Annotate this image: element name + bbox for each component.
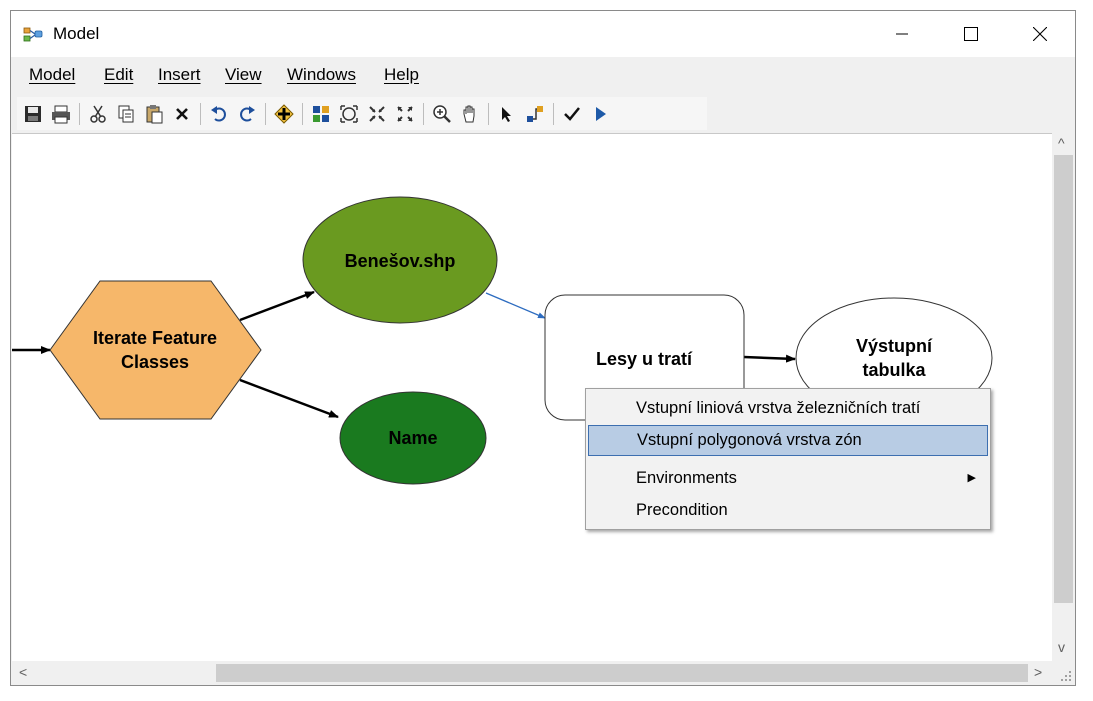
undo-button[interactable] xyxy=(206,101,232,127)
cut-button[interactable] xyxy=(85,101,111,127)
full-extent-button[interactable] xyxy=(336,101,362,127)
benesov-shp-node[interactable] xyxy=(302,196,498,324)
menu-edit[interactable]: Edit xyxy=(104,65,134,84)
zoom-button[interactable] xyxy=(429,101,455,127)
paste-icon xyxy=(146,105,163,124)
model-app-icon xyxy=(23,27,43,42)
iterator-label-line2: Classes xyxy=(121,352,189,372)
redo-button[interactable] xyxy=(234,101,260,127)
connect-button[interactable] xyxy=(522,101,548,127)
context-menu-item-label: Vstupní polygonová vrstva zón xyxy=(637,431,862,449)
validate-button[interactable] xyxy=(559,101,585,127)
toolbar xyxy=(17,97,707,130)
output-label-line1: Výstupní xyxy=(856,336,933,356)
connector-tool-output[interactable] xyxy=(743,354,796,363)
toolbar-separator xyxy=(423,103,424,125)
title-bar: Model xyxy=(11,11,1075,57)
context-menu-item-label: Environments xyxy=(636,469,737,487)
close-icon xyxy=(1032,27,1047,41)
context-menu-item-label: Vstupní liniová vrstva železničních trat… xyxy=(636,399,921,417)
run-icon xyxy=(596,107,606,121)
context-menu-item-polygon-layer[interactable]: Vstupní polygonová vrstva zón xyxy=(588,425,988,456)
menu-help[interactable]: Help xyxy=(384,65,419,84)
pan-icon xyxy=(463,105,475,123)
zoom-icon xyxy=(433,105,451,123)
name-variable-node[interactable] xyxy=(339,391,487,485)
connector-benesov-tool[interactable] xyxy=(485,292,546,319)
context-menu: Vstupní liniová vrstva železničních trat… xyxy=(585,388,991,530)
print-button[interactable] xyxy=(48,101,74,127)
toolbar-separator xyxy=(553,103,554,125)
undo-icon xyxy=(211,106,226,122)
menu-insert[interactable]: Insert xyxy=(158,65,201,84)
scroll-right-arrow[interactable]: > xyxy=(1034,664,1043,680)
minimize-button[interactable] xyxy=(867,11,936,57)
menu-model[interactable]: Model xyxy=(29,65,76,84)
zoom-out-fixed-button[interactable] xyxy=(392,101,418,127)
maximize-icon xyxy=(963,27,978,41)
scroll-up-arrow[interactable]: ^ xyxy=(1058,135,1065,151)
pan-button[interactable] xyxy=(457,101,483,127)
toolbar-separator xyxy=(200,103,201,125)
output-label-line2: tabulka xyxy=(862,360,926,380)
save-button[interactable] xyxy=(20,101,46,127)
validate-icon xyxy=(564,107,580,121)
context-menu-item-linear-layer[interactable]: Vstupní liniová vrstva železničních trat… xyxy=(588,393,988,424)
add-data-icon xyxy=(274,104,294,124)
benesov-shp-label: Benešov.shp xyxy=(345,251,456,271)
toolbar-separator xyxy=(265,103,266,125)
horizontal-scroll-thumb[interactable] xyxy=(216,664,1028,682)
vertical-scroll-thumb[interactable] xyxy=(1054,155,1073,603)
menu-windows[interactable]: Windows xyxy=(287,65,356,84)
iterate-feature-classes-node[interactable] xyxy=(49,280,262,420)
horizontal-scrollbar[interactable]: < > xyxy=(12,661,1052,685)
full-extent-icon xyxy=(340,105,358,123)
menu-bar: Model Edit Insert View Windows Help xyxy=(11,65,1075,91)
vertical-scrollbar[interactable]: ^ v xyxy=(1052,133,1075,661)
auto-layout-icon xyxy=(313,106,329,122)
resize-grip[interactable] xyxy=(1052,661,1075,685)
resize-grip-icon xyxy=(1061,671,1071,681)
connector-iterator-benesov[interactable] xyxy=(239,290,315,322)
scroll-left-arrow[interactable]: < xyxy=(19,664,28,680)
context-menu-item-label: Precondition xyxy=(636,501,728,519)
copy-button[interactable] xyxy=(113,101,139,127)
copy-icon xyxy=(118,105,134,123)
context-menu-item-precondition[interactable]: Precondition xyxy=(588,495,988,526)
zoom-in-fixed-icon xyxy=(369,106,385,122)
submenu-arrow-icon: ▶ xyxy=(967,472,976,484)
connector-iterator-name[interactable] xyxy=(239,378,339,419)
iterator-label-line1: Iterate Feature xyxy=(93,328,217,348)
maximize-button[interactable] xyxy=(936,11,1005,57)
toolbar-separator xyxy=(488,103,489,125)
redo-icon xyxy=(240,106,255,122)
model-window: Model Model Edit Insert View Windows Hel… xyxy=(10,10,1076,686)
save-icon xyxy=(25,106,41,122)
connect-icon xyxy=(527,106,543,122)
minimize-icon xyxy=(895,33,908,35)
select-icon xyxy=(502,107,511,122)
lesy-u-trati-label: Lesy u tratí xyxy=(596,349,693,369)
print-icon xyxy=(52,105,70,124)
scroll-down-arrow[interactable]: v xyxy=(1058,639,1065,655)
add-data-button[interactable] xyxy=(271,101,297,127)
menu-view[interactable]: View xyxy=(225,65,262,84)
close-button[interactable] xyxy=(1005,11,1074,57)
name-variable-label: Name xyxy=(388,428,437,448)
window-title: Model xyxy=(53,24,100,43)
context-menu-item-environments[interactable]: Environments ▶ xyxy=(588,463,988,494)
run-button[interactable] xyxy=(587,101,613,127)
zoom-in-fixed-button[interactable] xyxy=(364,101,390,127)
cut-icon xyxy=(90,105,106,123)
toolbar-separator xyxy=(302,103,303,125)
paste-button[interactable] xyxy=(141,101,167,127)
delete-icon xyxy=(176,108,188,120)
delete-button[interactable] xyxy=(169,101,195,127)
toolbar-separator xyxy=(79,103,80,125)
auto-layout-button[interactable] xyxy=(308,101,334,127)
zoom-out-fixed-icon xyxy=(397,106,413,122)
select-button[interactable] xyxy=(494,101,520,127)
